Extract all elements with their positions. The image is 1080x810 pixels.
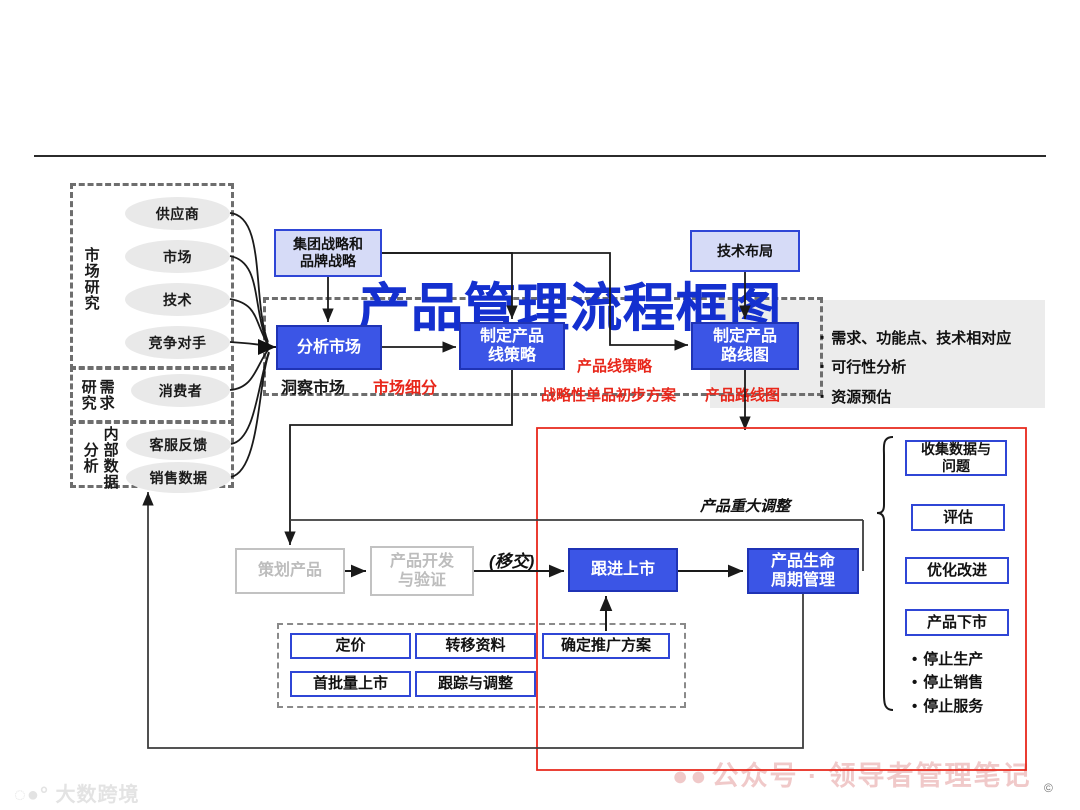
annotation-product-line-strategy: 产品线策略 xyxy=(577,358,653,375)
annotation-insight-market: 洞察市场 xyxy=(281,380,346,397)
node-technology[interactable]: 技术 xyxy=(125,283,230,316)
group-label-internal-analysis-b: 分析 xyxy=(81,442,99,474)
logo-icon: ◌●° xyxy=(14,784,56,806)
box-product-lifecycle-management[interactable]: 产品生命 周期管理 xyxy=(747,548,859,594)
group-label-market-research: 市场研究 xyxy=(82,247,100,311)
annotation-handover: (移交) xyxy=(489,552,535,571)
node-sales-data[interactable]: 销售数据 xyxy=(126,462,231,493)
watermark-wechat-text: 公众号 · 领导者管理笔记 xyxy=(711,761,1032,791)
annotation-market-segmentation: 市场细分 xyxy=(373,380,438,397)
box-product-development-line2: 与验证 xyxy=(397,572,446,589)
box-product-roadmap[interactable]: 制定产品 路线图 xyxy=(691,322,799,370)
box-product-development[interactable]: 产品开发 与验证 xyxy=(370,546,474,596)
box-product-roadmap-line1: 制定产品 xyxy=(712,327,777,345)
box-plan-product[interactable]: 策划产品 xyxy=(235,548,345,594)
box-optimize-improve[interactable]: 优化改进 xyxy=(905,557,1009,584)
box-lifecycle-line1: 产品生命 xyxy=(770,552,835,570)
box-product-line-strategy[interactable]: 制定产品 线策略 xyxy=(459,322,565,370)
annotation-major-adjustment: 产品重大调整 xyxy=(700,498,791,515)
box-group-brand-strategy-line2: 品牌战略 xyxy=(300,253,356,269)
list-roadmap-requirements: 需求、功能点、技术相对应 可行性分析 资源预估 xyxy=(820,324,1050,412)
copyright-mark: © xyxy=(1044,781,1053,795)
watermark-wechat: ●● 公众号 · 领导者管理笔记 xyxy=(672,754,1032,793)
group-label-demand-research-b: 研究 xyxy=(79,379,97,411)
box-product-line-strategy-line2: 线策略 xyxy=(487,347,536,364)
box-group-brand-strategy-line1: 集团战略和 xyxy=(293,236,363,253)
box-product-roadmap-line2: 路线图 xyxy=(720,347,769,364)
wechat-icon: ●● xyxy=(672,761,709,791)
box-lifecycle-line2: 周期管理 xyxy=(770,572,835,589)
dot-item: 停止服务 xyxy=(912,695,1022,718)
watermark-source: ◌●° 大数跨境 xyxy=(14,778,140,807)
box-task-track-adjust[interactable]: 跟踪与调整 xyxy=(415,671,536,697)
node-competitor[interactable]: 竞争对手 xyxy=(125,326,230,359)
box-analyze-market[interactable]: 分析市场 xyxy=(276,325,382,370)
box-group-brand-strategy[interactable]: 集团战略和 品牌战略 xyxy=(274,229,382,277)
group-label-internal-analysis-a: 内部数据 xyxy=(101,426,119,490)
box-task-pricing[interactable]: 定价 xyxy=(290,633,411,659)
bullet-item: 资源预估 xyxy=(820,383,1050,412)
node-supplier[interactable]: 供应商 xyxy=(125,197,230,230)
box-product-line-strategy-line1: 制定产品 xyxy=(479,327,544,345)
dot-item: 停止生产 xyxy=(912,648,1022,671)
dot-item: 停止销售 xyxy=(912,671,1022,694)
node-consumer[interactable]: 消费者 xyxy=(131,374,230,407)
box-product-development-line1: 产品开发 xyxy=(389,552,454,570)
node-customer-feedback[interactable]: 客服反馈 xyxy=(126,429,231,460)
box-task-first-batch-launch[interactable]: 首批量上市 xyxy=(290,671,411,697)
box-evaluate[interactable]: 评估 xyxy=(911,504,1005,531)
header-divider xyxy=(34,155,1046,157)
box-collect-data-line1: 收集数据与 xyxy=(921,441,991,458)
box-technology-layout[interactable]: 技术布局 xyxy=(690,230,800,272)
box-collect-data-issues[interactable]: 收集数据与 问题 xyxy=(905,440,1007,476)
bullet-item: 需求、功能点、技术相对应 xyxy=(820,324,1050,353)
box-follow-launch[interactable]: 跟进上市 xyxy=(568,548,678,592)
box-product-retire[interactable]: 产品下市 xyxy=(905,609,1009,636)
annotation-product-roadmap: 产品路线图 xyxy=(705,387,781,404)
box-task-promotion-plan[interactable]: 确定推广方案 xyxy=(542,633,670,659)
bullet-item: 可行性分析 xyxy=(820,353,1050,382)
watermark-source-text: 大数跨境 xyxy=(55,784,140,806)
node-market[interactable]: 市场 xyxy=(125,240,230,273)
box-collect-data-line2: 问题 xyxy=(942,458,970,474)
box-task-transfer-materials[interactable]: 转移资料 xyxy=(415,633,536,659)
annotation-strategic-sku-plan: 战略性单品初步方案 xyxy=(541,387,677,404)
list-retire-actions: 停止生产 停止销售 停止服务 xyxy=(912,648,1022,718)
group-label-demand-research-a: 需求 xyxy=(97,379,115,411)
